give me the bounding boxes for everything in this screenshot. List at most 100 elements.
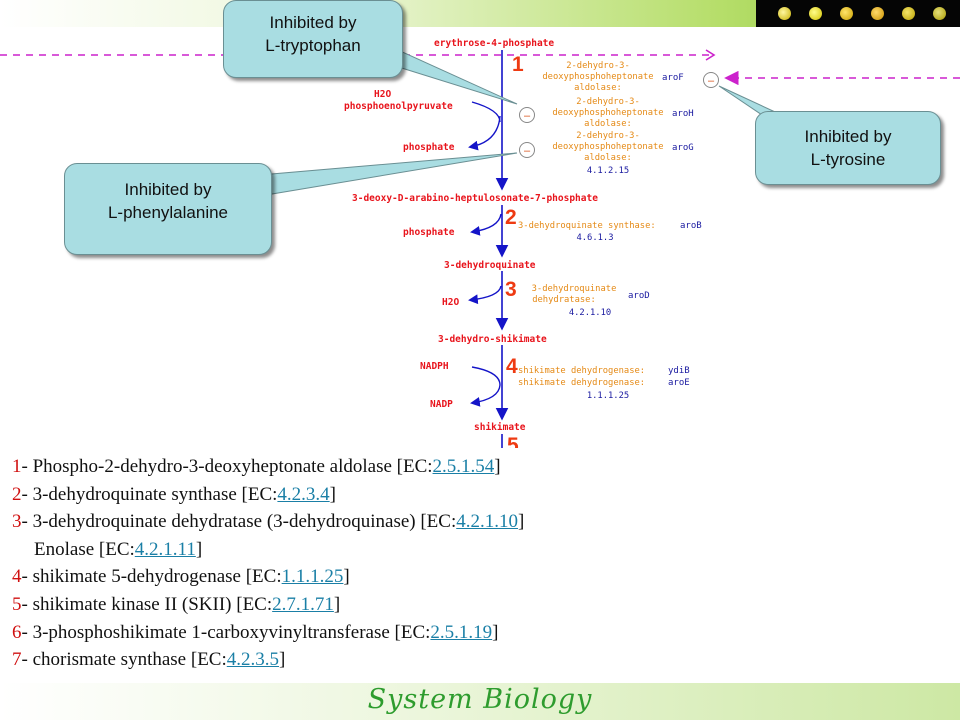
legend-step-number: 3 <box>12 511 22 533</box>
decor-dot-icon <box>778 7 791 20</box>
legend-text: - 3-dehydroquinate synthase [EC: <box>21 483 278 505</box>
metabolite-nadph: NADPH <box>420 361 449 372</box>
enzyme-label: aldolase: <box>574 83 622 93</box>
enzyme-legend: 1- Phospho-2-dehydro-3-deoxyheptonate al… <box>12 453 524 674</box>
enzyme-label: deoxyphosphoheptonate <box>552 108 663 118</box>
legend-text: Enolase [EC: <box>34 538 135 560</box>
enzyme-label: shikimate dehydrogenase: <box>518 366 645 376</box>
decor-dot-icon <box>933 7 946 20</box>
legend-text: - 3-phosphoshikimate 1-carboxyvinyltrans… <box>21 621 431 643</box>
svg-text:–: – <box>524 110 531 122</box>
inhibition-marker-icon: – <box>519 142 535 158</box>
callout-line: Inhibited by <box>804 127 892 146</box>
ec-number-label: 4.1.2.15 <box>587 166 629 176</box>
metabolite-dahp: 3-deoxy-D-arabino-heptulosonate-7-phosph… <box>352 193 598 204</box>
callout-inhibited-by-tyrosine: Inhibited by L-tyrosine <box>755 111 941 185</box>
legend-bracket: ] <box>492 621 499 643</box>
feedback-arrow-head <box>705 49 716 61</box>
metabolite-shikimate: shikimate <box>474 422 526 433</box>
legend-bracket: ] <box>279 649 286 671</box>
callout-line: L-tyrosine <box>810 150 886 169</box>
step-number: 5 <box>507 434 519 448</box>
callout-inhibited-by-tryptophan: Inhibited by L-tryptophan <box>223 0 403 78</box>
ec-number-label: 1.1.1.25 <box>587 391 629 401</box>
h2o-pep-input-curve <box>471 101 501 123</box>
enzyme-label: dehydratase: <box>532 295 596 305</box>
enzyme-label: shikimate dehydrogenase: <box>518 378 645 388</box>
svg-text:–: – <box>708 75 715 87</box>
ec-link[interactable]: 2.5.1.54 <box>432 456 495 477</box>
legend-step-number: 6 <box>12 621 22 643</box>
legend-text: - shikimate 5-dehydrogenase [EC: <box>21 566 282 588</box>
ec-link[interactable]: 2.5.1.19 <box>430 621 493 643</box>
metabolite-3-dehydroquinate: 3-dehydroquinate <box>444 260 536 271</box>
inhibition-marker-icon: – <box>519 107 535 123</box>
legend-bracket: ] <box>343 566 350 588</box>
legend-row: 1- Phospho-2-dehydro-3-deoxyheptonate al… <box>12 453 524 481</box>
metabolite-3-dehydro-shikimate: 3-dehydro-shikimate <box>438 334 547 345</box>
gene-label: aroD <box>628 291 650 301</box>
nadph-nadp-curve <box>470 366 501 407</box>
shikimate-pathway-diagram: erythrose-4-phosphate H2O phosphoenolpyr… <box>0 38 960 448</box>
enzyme-label: 2-dehydro-3- <box>576 131 640 141</box>
inhibition-marker-icon: – <box>703 72 719 88</box>
legend-bracket: ] <box>329 483 336 505</box>
legend-step-number: 2 <box>12 483 22 505</box>
callout-line: L-tryptophan <box>265 36 361 55</box>
ec-link[interactable]: 4.2.3.4 <box>277 483 330 505</box>
gene-label: aroH <box>672 109 694 119</box>
decor-dot-icon <box>902 7 915 20</box>
legend-bracket: ] <box>518 511 525 533</box>
legend-text: - Phospho-2-dehydro-3-deoxyheptonate ald… <box>21 456 433 477</box>
decor-dot-icon <box>871 7 884 20</box>
legend-row: 6- 3-phosphoshikimate 1-carboxyvinyltran… <box>12 619 524 647</box>
h2o-output-curve <box>468 285 502 305</box>
phosphate-output-curve <box>470 213 502 236</box>
metabolite-phosphoenolpyruvate: phosphoenolpyruvate <box>344 101 453 112</box>
metabolite-h2o: H2O <box>374 89 391 100</box>
svg-text:–: – <box>524 145 531 157</box>
enzyme-label: 3-dehydroquinate <box>532 284 617 294</box>
metabolite-h2o: H2O <box>442 297 459 308</box>
metabolite-erythrose-4-phosphate: erythrose-4-phosphate <box>434 38 554 49</box>
legend-row: 5- shikimate kinase II (SKII) [EC:2.7.1.… <box>12 591 524 619</box>
enzyme-label: deoxyphosphoheptonate <box>542 72 653 82</box>
ec-number-label: 4.2.1.10 <box>569 308 611 318</box>
legend-step-number: 5 <box>12 593 22 615</box>
metabolite-nadp: NADP <box>430 399 453 410</box>
legend-row: 7- chorismate synthase [EC:4.2.3.5] <box>12 646 524 674</box>
legend-step-number: 4 <box>12 566 22 588</box>
gene-label: aroF <box>662 73 684 83</box>
footer-gradient-bar <box>0 683 960 720</box>
legend-bracket: ] <box>195 538 203 560</box>
ec-link[interactable]: 4.2.1.10 <box>456 511 518 533</box>
decor-dot-icon <box>840 7 853 20</box>
ec-link[interactable]: 4.2.3.5 <box>226 649 280 671</box>
enzyme-label: 2-dehydro-3- <box>566 61 630 71</box>
header-dots-strip <box>756 0 960 27</box>
callout-line: Inhibited by <box>124 180 212 199</box>
legend-row: 2- 3-dehydroquinate synthase [EC:4.2.3.4… <box>12 481 524 509</box>
legend-text: - shikimate kinase II (SKII) [EC: <box>21 593 273 615</box>
metabolite-phosphate: phosphate <box>403 227 455 238</box>
legend-bracket: ] <box>333 593 341 615</box>
enzyme-label: aldolase: <box>584 119 632 129</box>
ec-link[interactable]: 1.1.1.25 <box>281 566 344 588</box>
step-number: 2 <box>505 206 517 229</box>
step-number: 4 <box>506 355 518 378</box>
ec-link[interactable]: 4.2.1.11 <box>134 538 196 560</box>
metabolite-phosphate: phosphate <box>403 142 455 153</box>
gene-label: aroE <box>668 378 690 388</box>
legend-row: 4- shikimate 5-dehydrogenase [EC:1.1.1.2… <box>12 563 524 591</box>
gene-label: aroG <box>672 143 694 153</box>
legend-bracket: ] <box>494 456 501 477</box>
phosphate-output-curve <box>468 115 501 151</box>
callout-inhibited-by-phenylalanine: Inhibited by L-phenylalanine <box>64 163 272 255</box>
footer-title: System Biology <box>367 684 593 715</box>
gene-label: aroB <box>680 221 702 231</box>
ec-link[interactable]: 2.7.1.71 <box>272 593 334 615</box>
legend-text: - chorismate synthase [EC: <box>21 649 227 671</box>
ec-number-label: 4.6.1.3 <box>576 233 613 243</box>
callout-line: L-phenylalanine <box>107 203 229 222</box>
callout-line: Inhibited by <box>269 13 357 32</box>
